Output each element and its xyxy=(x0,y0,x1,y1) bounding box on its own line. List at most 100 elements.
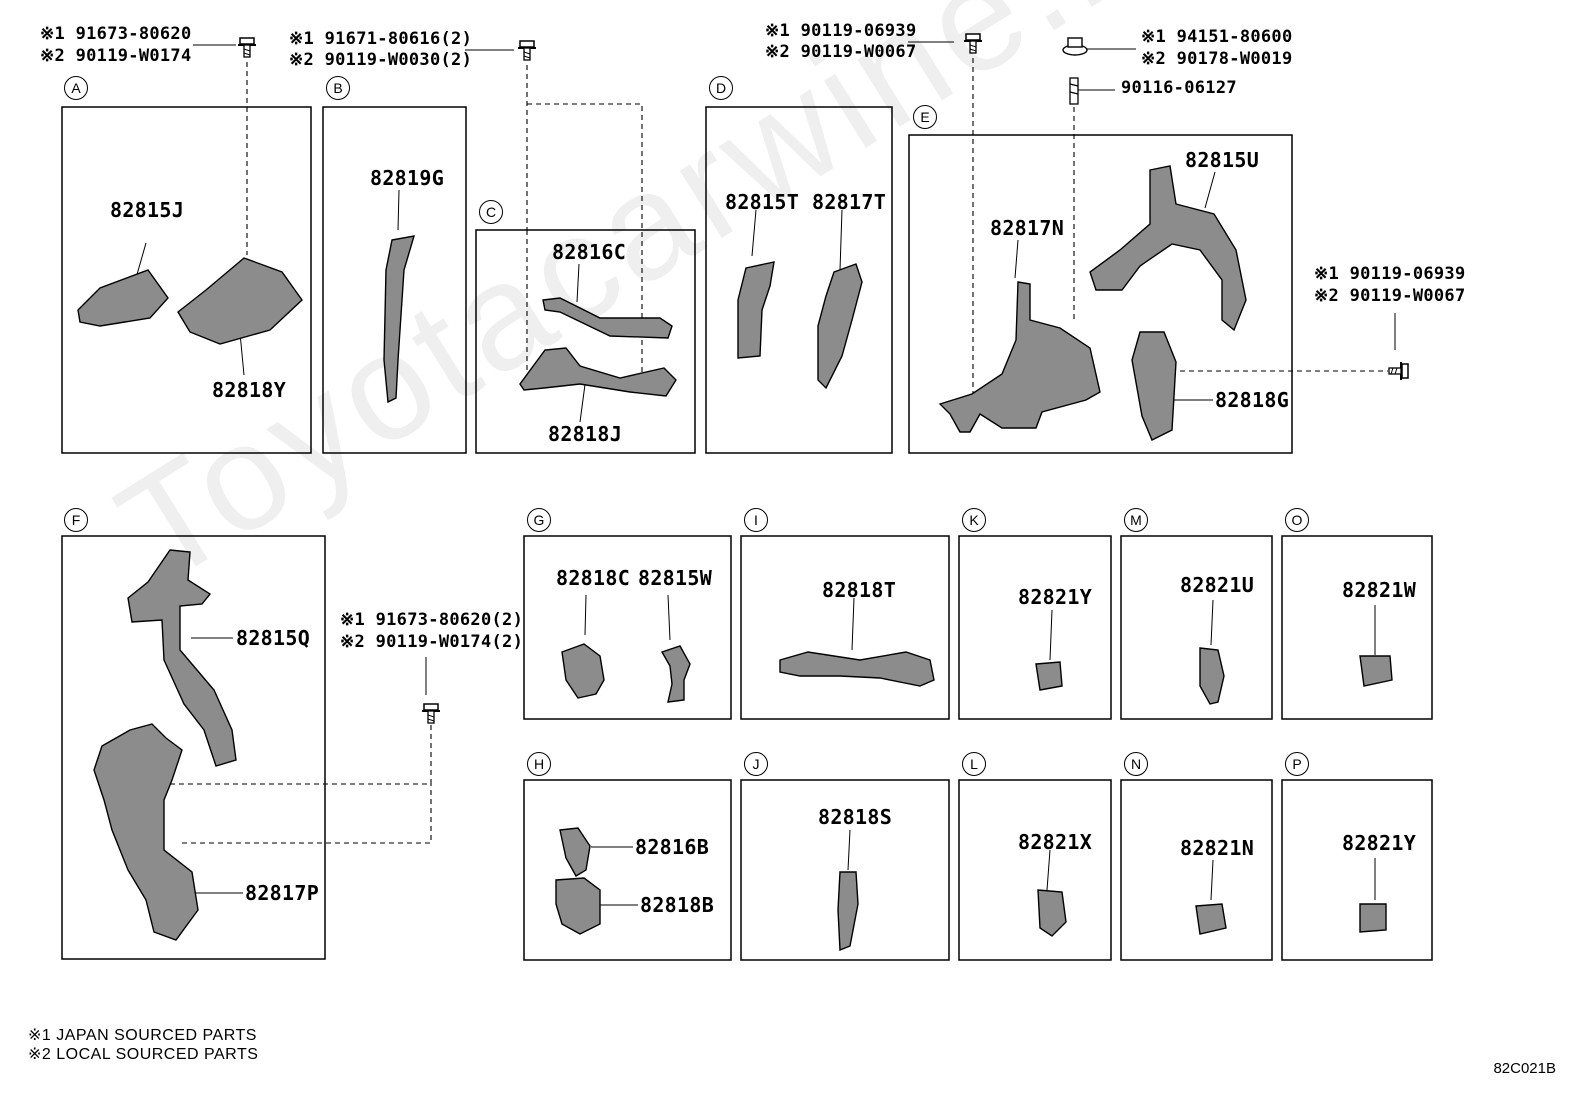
panel-letter-i: I xyxy=(744,508,768,532)
fastener-label: ※1 91671-80616(2) xyxy=(289,29,473,49)
part-number: 82818B xyxy=(640,893,715,917)
panel-b-box xyxy=(322,106,467,454)
fastener-label: ※2 90178-W0019 xyxy=(1141,49,1293,69)
panel-e-box xyxy=(908,134,1293,454)
panel-i-box xyxy=(740,535,950,720)
stud-icon xyxy=(1069,77,1079,105)
fastener-label: ※2 90119-W0030(2) xyxy=(289,50,473,70)
part-82816c-shape xyxy=(542,297,673,339)
panel-h-box xyxy=(523,779,732,961)
part-number: 82821Y xyxy=(1018,585,1093,609)
bolt-icon xyxy=(237,37,257,58)
part-number: 82818Y xyxy=(212,378,287,402)
panel-d-box xyxy=(705,106,893,454)
part-82818t-shape xyxy=(779,651,935,687)
panel-n-box xyxy=(1120,779,1273,961)
part-82816b-shape xyxy=(559,827,591,877)
part-82815t-shape xyxy=(737,261,775,359)
part-number: 82817P xyxy=(245,881,320,905)
fastener-label: ※2 90119-W0174(2) xyxy=(340,632,524,652)
part-number: 82818G xyxy=(1215,388,1290,412)
panel-m-box xyxy=(1120,535,1273,720)
panel-a-box xyxy=(61,106,312,454)
panel-letter-f: F xyxy=(64,508,88,532)
panel-k-box xyxy=(958,535,1112,720)
panel-letter-e: E xyxy=(913,105,937,129)
part-82821n-shape xyxy=(1195,903,1227,935)
panel-letter-a: A xyxy=(64,76,88,100)
panel-letter-m: M xyxy=(1124,508,1148,532)
part-82821x-shape xyxy=(1037,889,1067,937)
nut-icon xyxy=(1062,37,1088,56)
part-number: 82821N xyxy=(1180,836,1255,860)
part-82821w-shape xyxy=(1359,655,1393,687)
fastener-label: ※1 90119-06939 xyxy=(1314,264,1466,284)
footnote-local: ※2 LOCAL SOURCED PARTS xyxy=(28,1046,259,1063)
part-number: 82821U xyxy=(1180,573,1255,597)
part-number: 82818J xyxy=(548,422,623,446)
fastener-label: ※1 91673-80620 xyxy=(40,24,192,44)
part-number: 82818C xyxy=(556,566,631,590)
fastener-label: ※2 90119-W0067 xyxy=(765,42,917,62)
panel-f-box xyxy=(61,535,326,960)
part-number: 82821W xyxy=(1342,578,1417,602)
diagram-code: 82C021B xyxy=(1493,1060,1556,1077)
bolt-icon xyxy=(1388,361,1409,381)
part-82818j-shape xyxy=(519,347,677,397)
bolt-icon xyxy=(963,33,983,54)
part-number: 82815T xyxy=(725,190,800,214)
panel-o-box xyxy=(1281,535,1433,720)
bolt-icon xyxy=(421,703,441,724)
part-number: 82816B xyxy=(635,835,710,859)
panel-j-box xyxy=(740,779,950,961)
part-82817t-shape xyxy=(817,263,863,390)
fastener-label: ※1 90119-06939 xyxy=(765,21,917,41)
panel-g-box xyxy=(523,535,732,720)
part-82818s-shape xyxy=(837,871,859,952)
part-number: 82821X xyxy=(1018,830,1093,854)
panel-letter-p: P xyxy=(1285,752,1309,776)
part-number: 82818S xyxy=(818,805,893,829)
footnote-japan: ※1 JAPAN SOURCED PARTS xyxy=(28,1027,257,1044)
part-number: 82816C xyxy=(552,240,627,264)
part-82815q-shape xyxy=(127,549,237,767)
part-82817p-shape xyxy=(93,723,199,941)
fastener-label: ※1 94151-80600 xyxy=(1141,27,1293,47)
part-number: 82819G xyxy=(370,166,445,190)
part-82818b-shape xyxy=(555,877,601,935)
part-number: 82821Y xyxy=(1342,831,1417,855)
part-number: 82815U xyxy=(1185,148,1260,172)
fastener-label: 90116-06127 xyxy=(1121,78,1237,98)
part-number: 82817N xyxy=(990,216,1065,240)
part-82819g-shape xyxy=(383,235,415,404)
part-82817n-shape xyxy=(938,281,1101,433)
panel-letter-n: N xyxy=(1124,752,1148,776)
fastener-label: ※2 90119-W0174 xyxy=(40,46,192,66)
panel-letter-o: O xyxy=(1285,508,1309,532)
part-82821y-shape xyxy=(1035,661,1063,691)
part-82821u-shape xyxy=(1199,647,1225,705)
panel-letter-g: G xyxy=(527,508,551,532)
part-82818c-shape xyxy=(561,643,605,699)
bolt-icon xyxy=(517,40,537,61)
part-number: 82815W xyxy=(638,566,713,590)
part-82815w-shape xyxy=(660,645,691,703)
part-number: 82815Q xyxy=(236,626,311,650)
panel-letter-k: K xyxy=(962,508,986,532)
part-number: 82818T xyxy=(822,578,897,602)
panel-letter-b: B xyxy=(326,76,350,100)
part-82815u-shape xyxy=(1089,165,1247,332)
part-number: 82817T xyxy=(812,190,887,214)
fastener-label: ※2 90119-W0067 xyxy=(1314,286,1466,306)
panel-letter-h: H xyxy=(527,752,551,776)
panel-letter-j: J xyxy=(744,752,768,776)
panel-c-box xyxy=(475,229,696,454)
panel-l-box xyxy=(958,779,1112,961)
part-82821y-2-shape xyxy=(1359,903,1387,933)
part-82815j-shape xyxy=(77,269,169,327)
panel-letter-d: D xyxy=(709,76,733,100)
part-82818y-shape xyxy=(177,257,303,345)
fastener-label: ※1 91673-80620(2) xyxy=(340,610,524,630)
